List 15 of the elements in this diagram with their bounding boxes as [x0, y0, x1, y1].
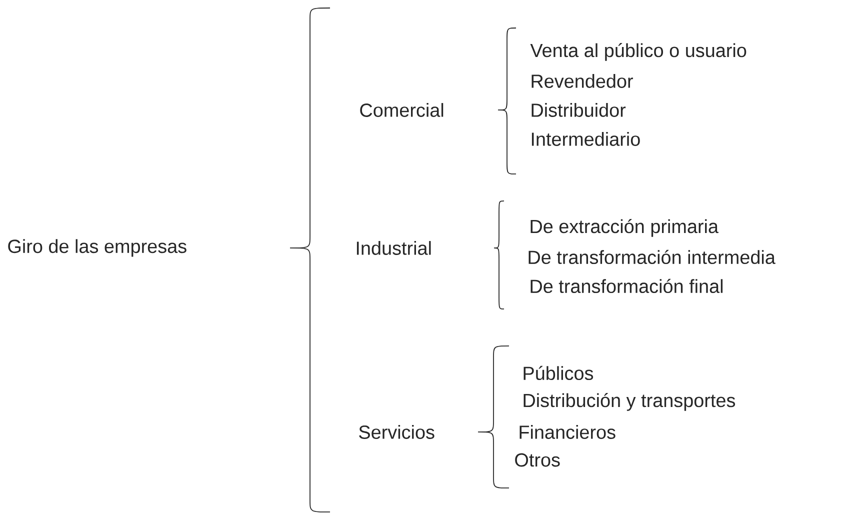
- item-label: Financieros: [520, 425, 616, 439]
- item-label: Revendedor: [532, 74, 633, 88]
- item-label: De transformación final: [530, 278, 723, 294]
- item-label: Venta al público o usuario: [530, 43, 746, 61]
- item-label: De transformación intermedia: [528, 250, 776, 264]
- item-label: Distribución y transportes: [524, 393, 736, 411]
- root-label: Giro de las empresas: [8, 239, 186, 257]
- item-label: Intermediario: [532, 132, 640, 146]
- category-label: Industrial: [356, 241, 431, 255]
- category-label: Comercial: [360, 103, 444, 117]
- item-label: Distribuidor: [532, 103, 626, 117]
- item-label: Otros: [515, 453, 560, 467]
- item-label: De extracción primaria: [530, 219, 719, 237]
- category-label: Servicios: [359, 425, 434, 439]
- item-label: Públicos: [524, 366, 594, 380]
